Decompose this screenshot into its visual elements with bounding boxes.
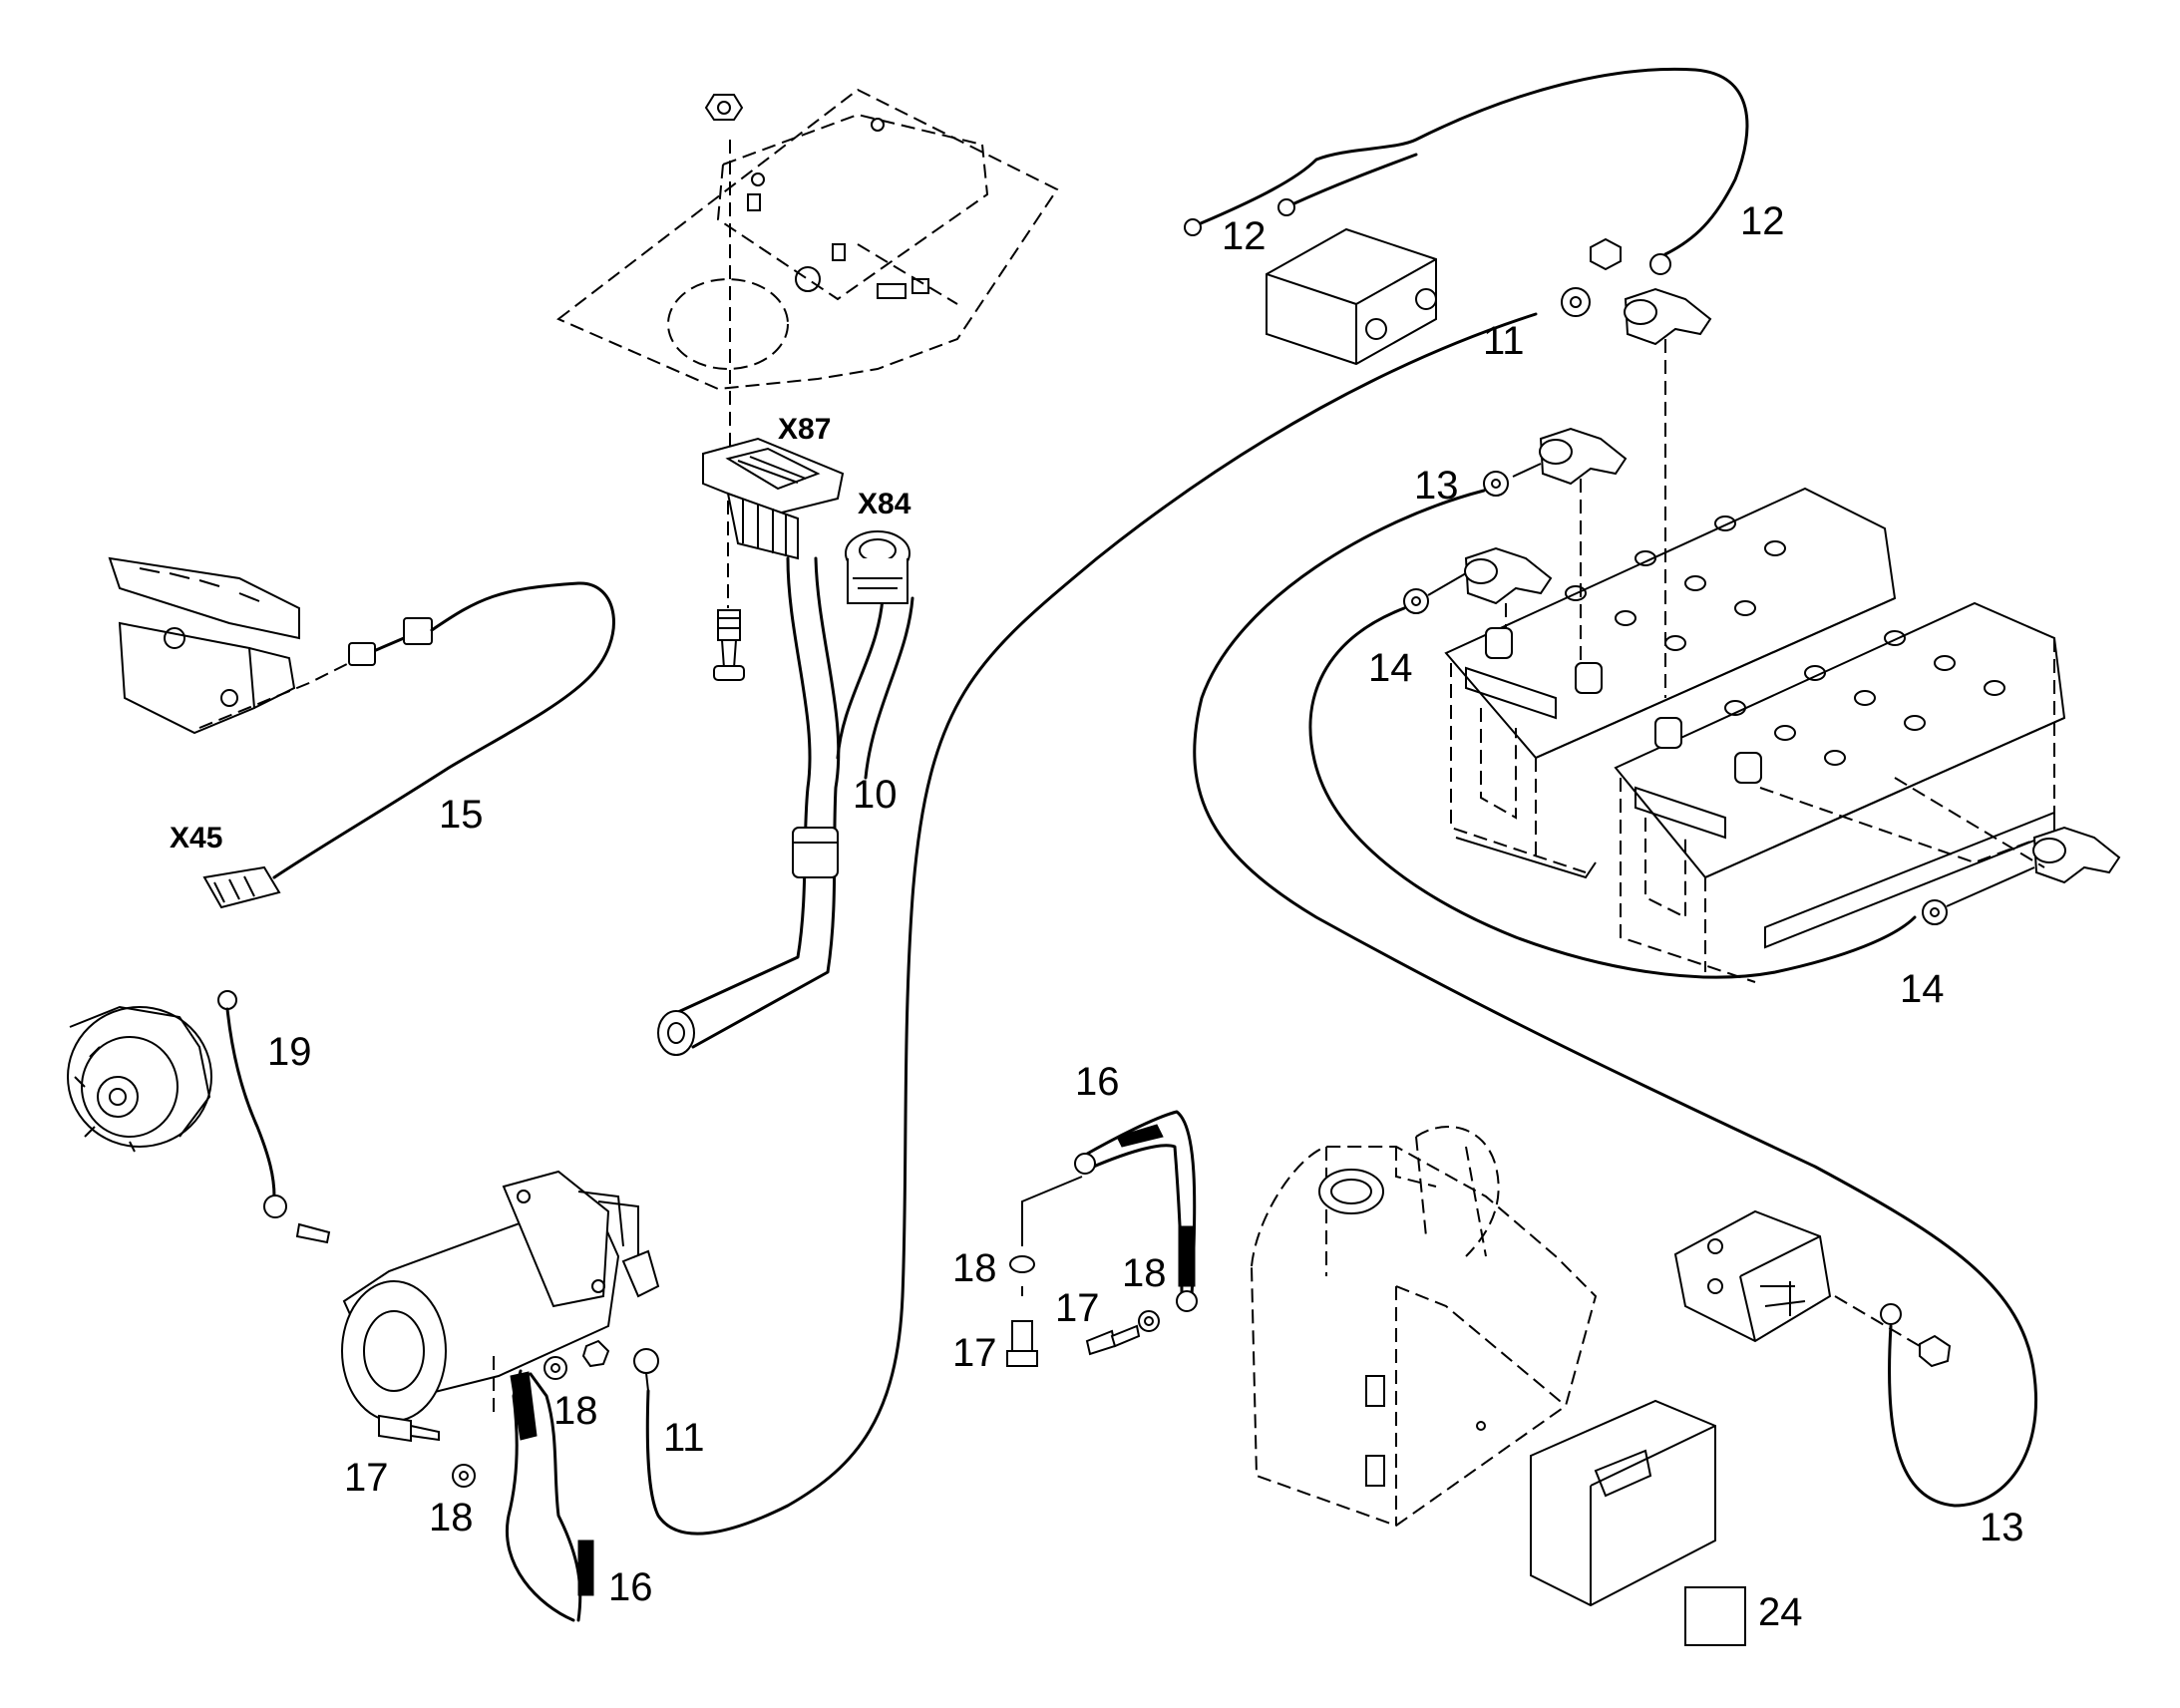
callout-18-middle-left: 18: [952, 1246, 997, 1290]
battery-switch: [1673, 1209, 1832, 1343]
connector-label-x84: X84: [858, 488, 911, 520]
callout-19: 19: [267, 1030, 312, 1074]
callout-17-middle-right: 17: [1055, 1286, 1100, 1330]
battery-tray: [1250, 1126, 1598, 1528]
callout-15: 15: [439, 793, 484, 837]
connector-x45: [202, 865, 281, 909]
connector-x87: [702, 437, 845, 560]
cable-14-upper: [1308, 572, 1917, 979]
cable-11: [633, 287, 1591, 1536]
starter-motor: [341, 1170, 639, 1422]
junction-box: [1266, 227, 1437, 366]
terminal-boot: [621, 1249, 660, 1298]
cable-12: [1184, 67, 1749, 275]
cable-19: [217, 990, 331, 1244]
label-plate: [1684, 1586, 1746, 1646]
callout-13-lower: 13: [1980, 1506, 2024, 1549]
callout-11-battery: 11: [1483, 319, 1525, 363]
callout-13-battery: 13: [1414, 464, 1459, 508]
callout-14-lower: 14: [1900, 967, 1945, 1011]
ground-strap-16-middle: [1021, 1110, 1198, 1312]
callout-14-battery: 14: [1368, 646, 1413, 690]
callout-12-left: 12: [1222, 214, 1267, 258]
connector-label-x87: X87: [778, 413, 831, 446]
cable-13-lower-end: [1834, 1295, 1952, 1368]
connector-label-x45: X45: [170, 822, 222, 854]
callout-11-starter: 11: [663, 1416, 705, 1460]
ground-strap-16-starter: [493, 1356, 594, 1622]
fasteners-middle: [1006, 1255, 1160, 1367]
battery-front: [1614, 601, 2066, 983]
connector-x84: [845, 530, 910, 604]
cable-14-lower: [1922, 866, 2035, 925]
callout-16-starter: 16: [608, 1565, 653, 1609]
callout-17-starter: 17: [344, 1456, 389, 1500]
battery-rear: [1444, 487, 1897, 879]
fasteners-starter: [378, 1339, 610, 1488]
callout-17-middle-left: 17: [952, 1331, 997, 1375]
cable-15: [272, 581, 615, 879]
floor-panel: [556, 88, 1059, 608]
nut: [704, 94, 744, 121]
callout-18-middle-right: 18: [1122, 1251, 1167, 1295]
callout-24: 24: [1758, 1590, 1803, 1634]
callout-10: 10: [853, 773, 898, 817]
callout-16-middle: 16: [1075, 1060, 1120, 1104]
relay-box: [1530, 1399, 1716, 1607]
cable-13: [1193, 463, 2037, 1508]
callout-12-right: 12: [1740, 199, 1785, 243]
screw: [713, 609, 745, 681]
callout-18-starter: 18: [553, 1389, 598, 1433]
harness-10: [657, 556, 914, 1056]
accelerator-pedal: [108, 556, 370, 735]
alternator: [67, 1005, 212, 1153]
callout-18-starter-low: 18: [429, 1496, 474, 1539]
battery-clamps: [1464, 287, 2121, 884]
